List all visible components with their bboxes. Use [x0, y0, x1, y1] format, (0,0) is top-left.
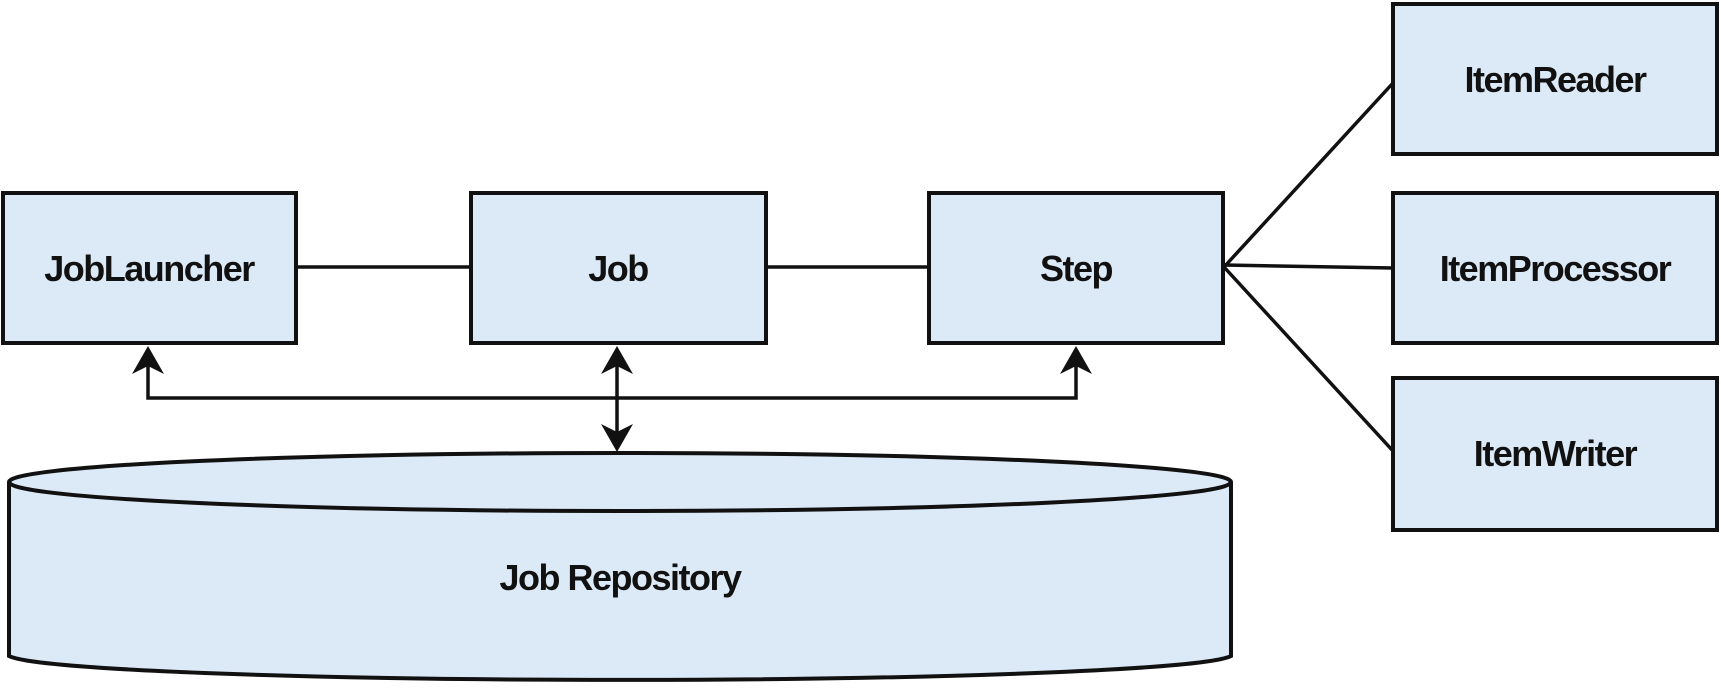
itemwriter-box — [1391, 376, 1719, 532]
connector-step-itemwriter — [1222, 265, 1395, 453]
arrow-up-step — [1060, 346, 1092, 374]
itemwriter-label: ItemWriter — [1474, 433, 1638, 474]
itemprocessor-label: ItemProcessor — [1440, 248, 1672, 289]
connector-step-itemprocessor — [1223, 263, 1394, 270]
itemreader-box — [1391, 2, 1719, 156]
joblauncher-node: JobLauncher — [1, 191, 298, 345]
step-box — [927, 191, 1225, 345]
repository-bus-line — [146, 362, 1078, 400]
step-label: Step — [1040, 248, 1113, 289]
arrow-up-job — [601, 346, 633, 374]
job-label: Job — [588, 248, 648, 289]
job-repository-label: Job Repository — [499, 557, 742, 598]
cylinder-body — [7, 482, 1233, 682]
connector-step-itemreader — [1222, 81, 1395, 269]
job-box — [469, 191, 768, 345]
cylinder-top — [7, 451, 1233, 513]
itemreader-label: ItemReader — [1464, 59, 1647, 100]
step-node: Step — [927, 191, 1225, 345]
itemreader-node: ItemReader — [1391, 2, 1719, 156]
arrow-down-repository — [601, 424, 633, 452]
itemprocessor-box — [1391, 191, 1719, 345]
itemwriter-node: ItemWriter — [1391, 376, 1719, 532]
itemprocessor-node: ItemProcessor — [1391, 191, 1719, 345]
job-repository-cylinder: Job Repository — [7, 451, 1233, 682]
job-node: Job — [469, 191, 768, 345]
arrow-up-joblauncher — [132, 346, 164, 374]
joblauncher-box — [1, 191, 298, 345]
joblauncher-label: JobLauncher — [44, 248, 255, 289]
